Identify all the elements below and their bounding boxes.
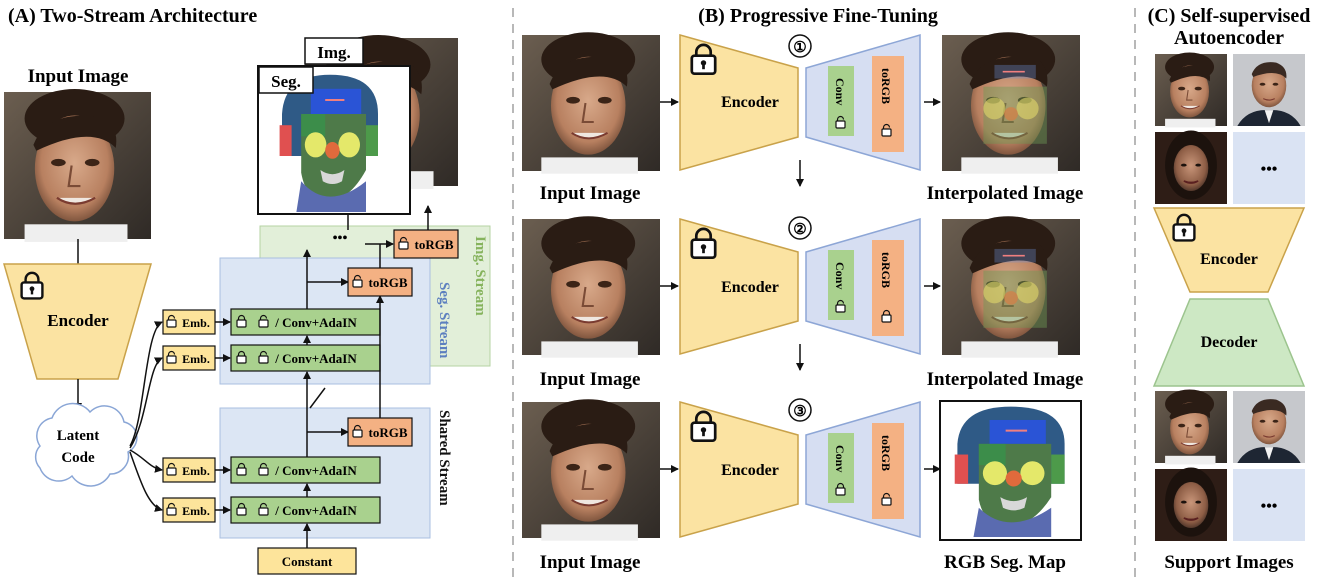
step-input-image bbox=[520, 31, 662, 175]
step-output-label: Interpolated Image bbox=[927, 369, 1084, 390]
step-encoder-label: Encoder bbox=[721, 462, 779, 479]
seg-stream-label: Seg. Stream bbox=[436, 282, 452, 359]
step-torgb-label: toRGB bbox=[879, 252, 893, 288]
step-input-label: Input Image bbox=[540, 183, 641, 204]
emb-box: Emb. bbox=[162, 309, 216, 335]
support-image bbox=[1154, 52, 1228, 128]
emb-label: Emb. bbox=[182, 464, 210, 478]
emb-box: Emb. bbox=[162, 457, 216, 483]
step-input-image bbox=[520, 398, 662, 542]
step-torgb-label: toRGB bbox=[879, 68, 893, 104]
emb-box: Emb. bbox=[162, 345, 216, 371]
img-stream-label: Img. Stream bbox=[472, 236, 488, 316]
support-image bbox=[1154, 129, 1228, 205]
step-row: Encoder Conv toRGB ③ Input Image RGB Seg… bbox=[520, 398, 1082, 573]
conv-adain-box: / Conv+AdaIN bbox=[230, 456, 381, 484]
support-images-label: Support Images bbox=[1164, 552, 1293, 573]
panel-a-title: (A) Two-Stream Architecture bbox=[8, 5, 257, 27]
arrow bbox=[129, 451, 163, 512]
step-input-image bbox=[520, 215, 662, 359]
conv-adain-label: / Conv+AdaIN bbox=[274, 503, 357, 518]
seg-tag bbox=[258, 66, 314, 94]
step-output-image bbox=[942, 32, 1080, 173]
support-dots: ••• bbox=[1261, 498, 1278, 515]
step-input-label: Input Image bbox=[540, 369, 641, 390]
support-placeholder bbox=[1233, 469, 1305, 541]
panel-a-input-image bbox=[2, 87, 153, 244]
support-dots: ••• bbox=[1261, 161, 1278, 178]
latent-line1: Latent bbox=[57, 428, 100, 444]
latent-code-cloud bbox=[34, 402, 138, 487]
step-conv-label: Conv bbox=[833, 262, 847, 289]
img-tag bbox=[304, 37, 364, 65]
step-number-badge bbox=[788, 398, 812, 422]
step-output-image bbox=[942, 216, 1080, 357]
step-torgb-label: toRGB bbox=[879, 435, 893, 471]
panel-b-title: (B) Progressive Fine-Tuning bbox=[698, 5, 938, 27]
constant-box: Constant bbox=[257, 547, 357, 575]
support-grid-top: ••• bbox=[1154, 52, 1306, 205]
seg-tag-label: Seg. bbox=[271, 72, 301, 91]
emb-label: Emb. bbox=[182, 316, 210, 330]
step-encoder-label: Encoder bbox=[721, 279, 779, 296]
arrow bbox=[129, 449, 163, 473]
torgb-box: toRGB bbox=[347, 267, 413, 297]
support-image bbox=[1154, 466, 1228, 542]
conv-adain-box: / Conv+AdaIN bbox=[230, 308, 381, 336]
step-number-badge bbox=[788, 216, 812, 240]
img-tag-label: Img. bbox=[317, 43, 351, 62]
panel-c-encoder-label: Encoder bbox=[1200, 251, 1258, 268]
step-row: Encoder Conv toRGB ② Input Image Interpo… bbox=[520, 215, 1084, 390]
step-row: Encoder Conv toRGB ① Input Image Interpo… bbox=[520, 31, 1084, 204]
panel-c-title-line2: Autoencoder bbox=[1174, 27, 1284, 49]
step-number: ③ bbox=[793, 404, 806, 420]
step-output-label: Interpolated Image bbox=[927, 183, 1084, 204]
connector bbox=[309, 387, 326, 409]
step-number-badge bbox=[788, 34, 812, 58]
conv-adain-label: / Conv+AdaIN bbox=[274, 351, 357, 366]
conv-adain-box: / Conv+AdaIN bbox=[230, 344, 381, 372]
arrow bbox=[129, 357, 163, 449]
step-number: ② bbox=[793, 222, 806, 238]
step-output-label: RGB Seg. Map bbox=[944, 552, 1066, 573]
support-placeholder bbox=[1233, 132, 1305, 204]
support-image bbox=[1154, 389, 1228, 465]
panel-a-encoder-label: Encoder bbox=[47, 311, 109, 330]
torgb-label: toRGB bbox=[369, 425, 408, 440]
support-image bbox=[1232, 390, 1306, 464]
support-grid-bottom: ••• bbox=[1154, 389, 1306, 542]
panel-a-input-label: Input Image bbox=[28, 66, 129, 87]
support-image bbox=[1232, 53, 1306, 127]
step-seg-map bbox=[942, 402, 1080, 539]
conv-adain-label: / Conv+AdaIN bbox=[274, 463, 357, 478]
step-number: ① bbox=[793, 40, 806, 56]
panel-c-decoder-label: Decoder bbox=[1201, 334, 1258, 351]
step-input-label: Input Image bbox=[540, 552, 641, 573]
step-conv-label: Conv bbox=[833, 445, 847, 472]
step-conv-label: Conv bbox=[833, 78, 847, 105]
constant-label: Constant bbox=[282, 554, 333, 569]
latent-line2: Code bbox=[61, 450, 95, 466]
torgb-label: toRGB bbox=[415, 237, 454, 252]
emb-label: Emb. bbox=[182, 352, 210, 366]
shared-stream-label: Shared Stream bbox=[436, 410, 452, 506]
conv-adain-label: / Conv+AdaIN bbox=[274, 315, 357, 330]
step-encoder-label: Encoder bbox=[721, 94, 779, 111]
torgb-box: toRGB bbox=[393, 229, 459, 259]
panel-c-decoder bbox=[1152, 298, 1306, 387]
emb-box: Emb. bbox=[162, 497, 216, 523]
conv-adain-box: / Conv+AdaIN bbox=[230, 496, 381, 524]
arrow bbox=[129, 321, 163, 447]
torgb-box: toRGB bbox=[347, 417, 413, 447]
stream-dots: ••• bbox=[333, 231, 348, 246]
torgb-label: toRGB bbox=[369, 275, 408, 290]
panel-c-title-line1: (C) Self-supervised bbox=[1148, 5, 1311, 27]
emb-label: Emb. bbox=[182, 504, 210, 518]
